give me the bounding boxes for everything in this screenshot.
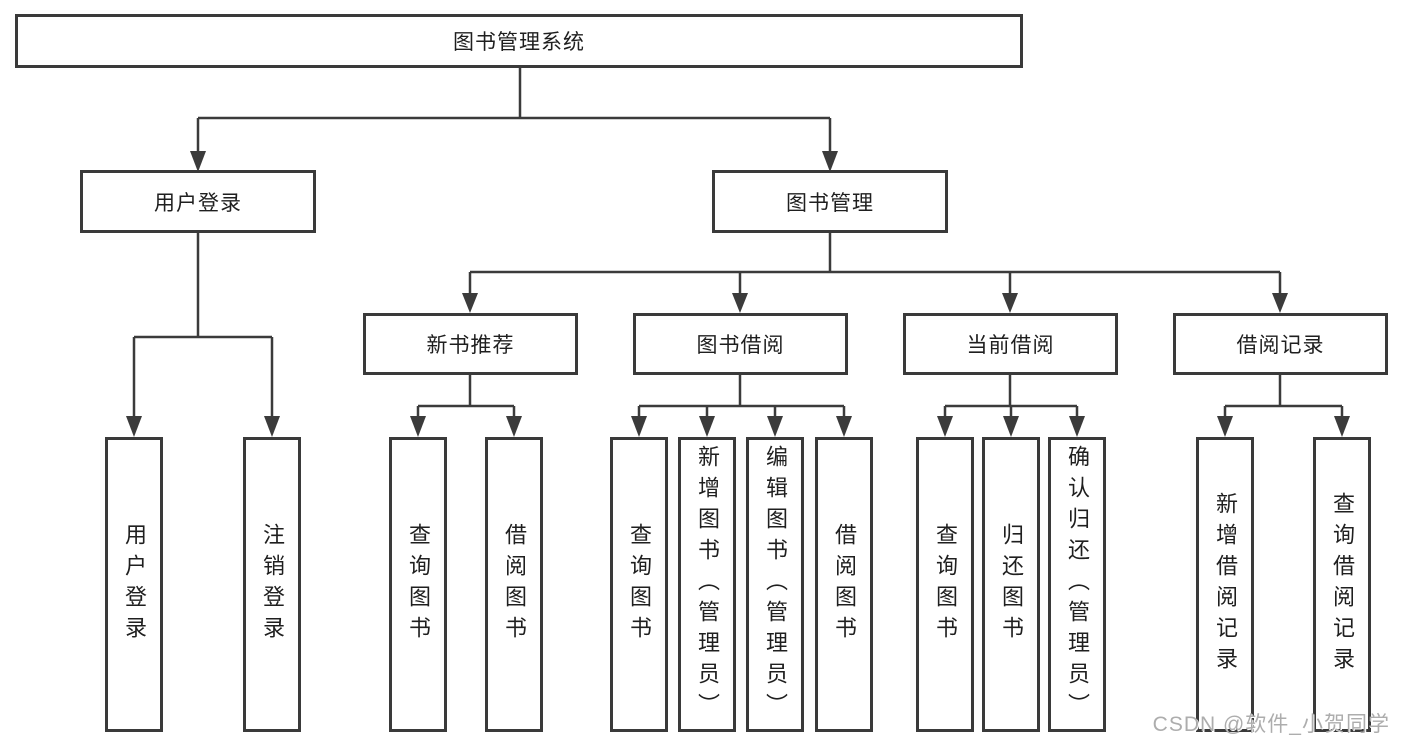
arrowhead-icon	[1069, 416, 1085, 437]
node-user-login: 用户登录	[80, 170, 316, 233]
connector-line	[1223, 375, 1344, 418]
leaf-bb-borrow-books-label: 借阅图书	[832, 522, 857, 647]
connector-line	[468, 233, 1282, 295]
leaf-bb-query-books: 查询图书	[610, 437, 668, 732]
node-book-borrow: 图书借阅	[633, 313, 848, 375]
node-user-login-label: 用户登录	[154, 191, 242, 215]
leaf-nbr-query-books-label: 查询图书	[406, 522, 431, 647]
arrowhead-icon	[506, 416, 522, 437]
arrowhead-icon	[1334, 416, 1350, 437]
arrowhead-icon	[126, 416, 142, 437]
node-book-management-label: 图书管理	[786, 191, 874, 215]
leaf-cb-return-books: 归还图书	[982, 437, 1040, 732]
arrowhead-icon	[732, 293, 748, 313]
connector-line	[943, 375, 1079, 418]
connector-book-management-to-level3	[462, 233, 1288, 313]
leaf-nbr-borrow-books: 借阅图书	[485, 437, 543, 732]
node-book-management: 图书管理	[712, 170, 948, 233]
leaf-bb-borrow-books: 借阅图书	[815, 437, 873, 732]
arrowhead-icon	[767, 416, 783, 437]
arrowhead-icon	[937, 416, 953, 437]
leaf-logout: 注销登录	[243, 437, 301, 732]
arrowhead-icon	[1217, 416, 1233, 437]
node-root-label: 图书管理系统	[453, 31, 585, 54]
arrowhead-icon	[1272, 293, 1288, 313]
csdn-watermark: CSDN @软件_小贺同学	[1152, 713, 1390, 736]
connector-current-borrow-children	[937, 375, 1085, 437]
connector-line	[416, 375, 516, 418]
connector-line	[132, 233, 274, 418]
connector-line	[637, 375, 846, 418]
arrowhead-icon	[836, 416, 852, 437]
arrowhead-icon	[822, 151, 838, 172]
arrowhead-icon	[699, 416, 715, 437]
leaf-cb-query-books: 查询图书	[916, 437, 974, 732]
leaf-br-add-record: 新增借阅记录	[1196, 437, 1254, 732]
node-current-borrow-label: 当前借阅	[966, 334, 1055, 357]
connector-new-book-recommend-children	[410, 375, 522, 437]
leaf-bb-add-books-admin: 新增图书（管理员）	[678, 437, 736, 732]
arrowhead-icon	[410, 416, 426, 437]
arrowhead-icon	[264, 416, 280, 437]
arrowhead-icon	[1002, 293, 1018, 313]
node-book-borrow-label: 图书借阅	[696, 334, 785, 357]
leaf-cb-confirm-return-admin-label: 确认归还（管理员）	[1065, 445, 1090, 724]
connector-borrow-records-children	[1217, 375, 1350, 437]
arrowhead-icon	[1003, 416, 1019, 437]
leaf-bb-query-books-label: 查询图书	[627, 522, 652, 647]
leaf-cb-query-books-label: 查询图书	[933, 522, 958, 647]
leaf-bb-edit-books-admin: 编辑图书（管理员）	[746, 437, 804, 732]
leaf-bb-edit-books-admin-label: 编辑图书（管理员）	[763, 445, 788, 724]
node-borrow-records: 借阅记录	[1173, 313, 1388, 375]
node-current-borrow: 当前借阅	[903, 313, 1118, 375]
arrowhead-icon	[631, 416, 647, 437]
leaf-nbr-query-books: 查询图书	[389, 437, 447, 732]
arrowhead-icon	[462, 293, 478, 313]
connector-line	[196, 68, 832, 153]
leaf-user-login: 用户登录	[105, 437, 163, 732]
leaf-logout-label: 注销登录	[260, 522, 285, 647]
node-borrow-records-label: 借阅记录	[1236, 334, 1325, 357]
node-new-book-recommend-label: 新书推荐	[426, 334, 515, 357]
connector-book-borrow-children	[631, 375, 852, 437]
leaf-br-query-record: 查询借阅记录	[1313, 437, 1371, 732]
leaf-br-query-record-label: 查询借阅记录	[1330, 491, 1355, 678]
connector-root-to-level2	[190, 68, 838, 172]
connector-user-login-children	[126, 233, 280, 437]
leaf-user-login-label: 用户登录	[122, 522, 147, 647]
leaf-cb-return-books-label: 归还图书	[999, 522, 1024, 647]
node-new-book-recommend: 新书推荐	[363, 313, 578, 375]
arrowhead-icon	[190, 151, 206, 172]
leaf-nbr-borrow-books-label: 借阅图书	[502, 522, 527, 647]
leaf-br-add-record-label: 新增借阅记录	[1213, 491, 1238, 678]
node-root: 图书管理系统	[15, 14, 1023, 68]
leaf-bb-add-books-admin-label: 新增图书（管理员）	[695, 445, 720, 724]
leaf-cb-confirm-return-admin: 确认归还（管理员）	[1048, 437, 1106, 732]
